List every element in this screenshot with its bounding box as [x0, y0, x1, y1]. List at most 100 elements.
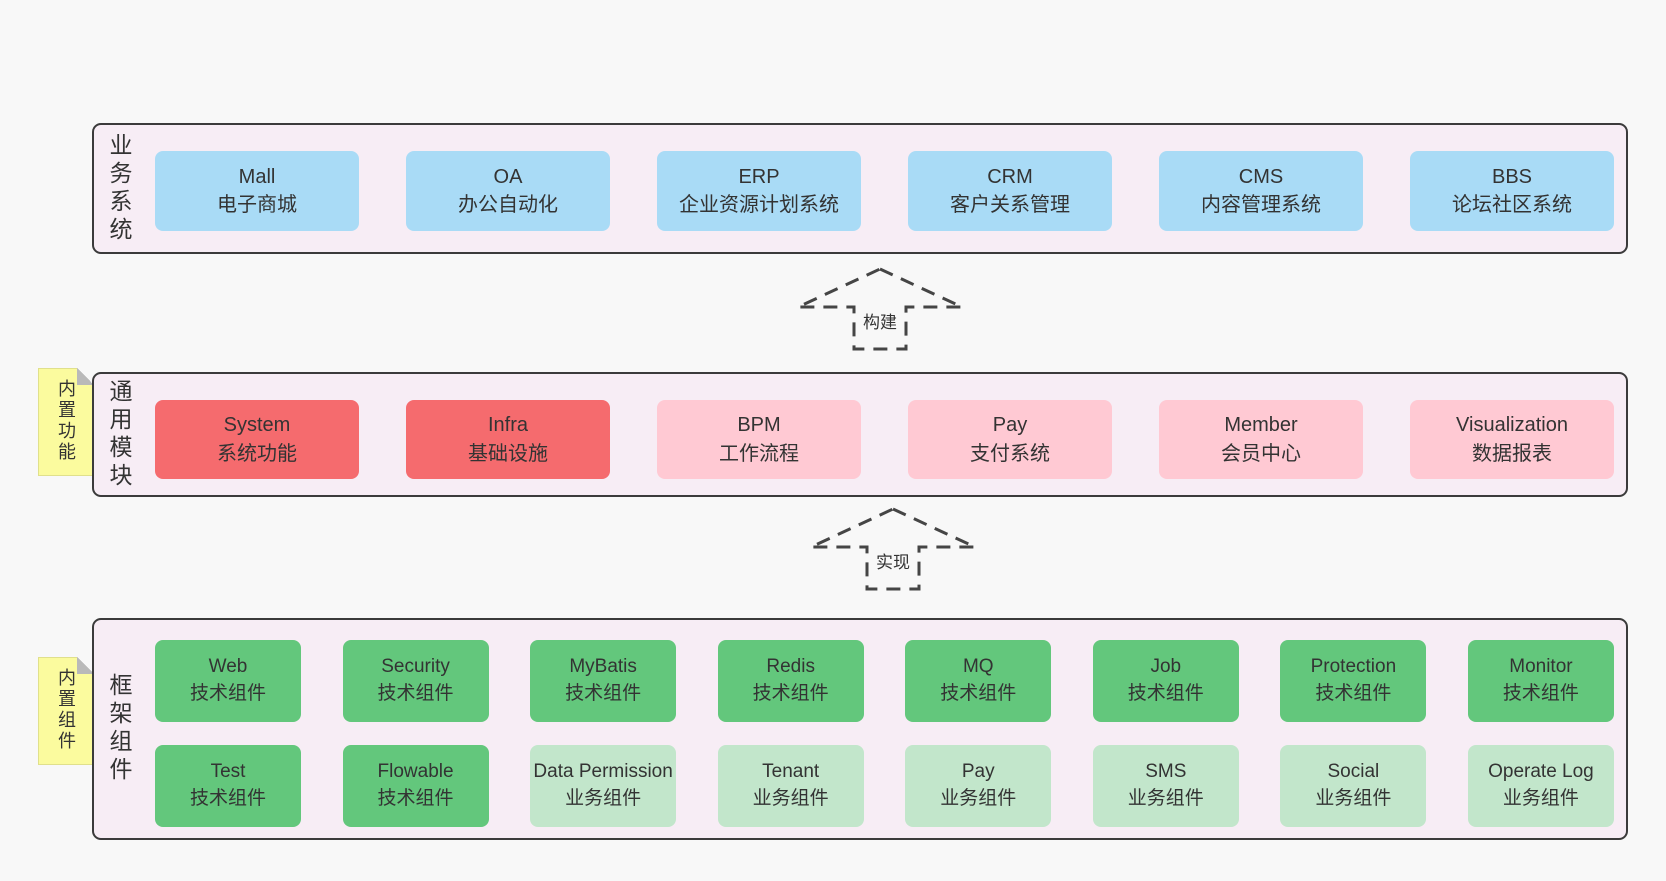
- box-name: Tenant: [762, 761, 820, 783]
- box-name: Visualization: [1456, 414, 1568, 437]
- box-desc: 业务组件: [752, 788, 829, 809]
- box-name: MyBatis: [569, 656, 637, 678]
- build-arrow-label: 构建: [859, 308, 901, 333]
- box-desc: 业务组件: [1315, 788, 1392, 809]
- box-member: Member 会员中心: [1159, 400, 1363, 479]
- box-name: BBS: [1491, 165, 1533, 188]
- box-name: Protection: [1310, 656, 1397, 678]
- box-redis: Redis 技术组件: [717, 640, 864, 722]
- box-desc: 技术组件: [940, 683, 1017, 704]
- layer-label-modules: 通用模块: [100, 374, 138, 495]
- box-desc: 技术组件: [189, 683, 266, 704]
- box-name: OA: [493, 165, 523, 188]
- box-name: Infra: [487, 414, 529, 437]
- box-web: Web 技术组件: [155, 640, 301, 722]
- layer-label-text: 框架组件: [106, 673, 132, 785]
- box-name: SMS: [1145, 761, 1187, 783]
- box-sms: SMS 业务组件: [1092, 745, 1239, 827]
- box-desc: 技术组件: [565, 683, 642, 704]
- box-name: MQ: [962, 656, 994, 678]
- box-name: System: [223, 414, 291, 437]
- box-desc: 业务组件: [940, 788, 1017, 809]
- box-visualization: Visualization 数据报表: [1410, 400, 1614, 479]
- up-arrow-icon: [797, 267, 963, 351]
- box-job: Job 技术组件: [1092, 640, 1239, 722]
- layer-label-business: 业务系统: [100, 125, 138, 252]
- box-desc: 内容管理系统: [1201, 194, 1321, 216]
- box-desc: 企业资源计划系统: [679, 194, 839, 216]
- box-name: ERP: [738, 165, 780, 188]
- box-desc: 业务组件: [1502, 788, 1579, 809]
- box-desc: 电子商城: [217, 194, 297, 216]
- folded-corner-icon: [77, 657, 94, 674]
- box-name: Flowable: [377, 761, 454, 783]
- box-desc: 技术组件: [189, 788, 266, 809]
- box-desc: 技术组件: [1502, 683, 1579, 704]
- box-name: BPM: [737, 414, 781, 437]
- box-desc: 技术组件: [377, 683, 454, 704]
- box-name: Pay: [961, 761, 995, 783]
- box-desc: 基础设施: [468, 442, 548, 465]
- layer-business-systems: 业务系统 Mall 电子商城 OA 办公自动化 ERP 企业资源计划系统 CRM…: [92, 123, 1628, 254]
- box-desc: 技术组件: [1315, 683, 1392, 704]
- box-data-permission: Data Permission 业务组件: [530, 745, 677, 827]
- sticky-note-text: 内置组件: [56, 668, 76, 752]
- box-desc: 业务组件: [1127, 788, 1204, 809]
- layer-framework-components: 框架组件 Web 技术组件 Security 技术组件 MyBatis 技术组件…: [92, 618, 1628, 840]
- box-mall: Mall 电子商城: [155, 151, 359, 231]
- box-desc: 技术组件: [1127, 683, 1204, 704]
- box-desc: 客户关系管理: [950, 194, 1070, 216]
- box-name: Job: [1150, 656, 1182, 678]
- box-operate-log: Operate Log 业务组件: [1467, 745, 1614, 827]
- box-pay-module: Pay 支付系统: [908, 400, 1112, 479]
- box-name: CMS: [1238, 165, 1284, 188]
- box-desc: 办公自动化: [458, 194, 558, 216]
- box-erp: ERP 企业资源计划系统: [657, 151, 861, 231]
- build-arrow: 构建: [795, 266, 965, 352]
- sticky-note-text: 内置功能: [56, 379, 76, 463]
- box-monitor: Monitor 技术组件: [1467, 640, 1614, 722]
- box-system: System 系统功能: [155, 400, 359, 479]
- box-name: Data Permission: [533, 761, 673, 783]
- box-name: Operate Log: [1488, 761, 1594, 783]
- folded-corner-icon: [77, 368, 94, 385]
- box-flowable: Flowable 技术组件: [342, 745, 489, 827]
- box-crm: CRM 客户关系管理: [908, 151, 1112, 231]
- box-test: Test 技术组件: [155, 745, 301, 827]
- components-box-row-2: Test 技术组件 Flowable 技术组件 Data Permission …: [155, 745, 1614, 827]
- layer-common-modules: 通用模块 System 系统功能 Infra 基础设施 BPM 工作流程 Pay…: [92, 372, 1628, 497]
- box-tenant: Tenant 业务组件: [717, 745, 864, 827]
- box-desc: 技术组件: [752, 683, 829, 704]
- sticky-note-builtin-features: 内置功能: [38, 368, 94, 476]
- box-mybatis: MyBatis 技术组件: [530, 640, 677, 722]
- box-desc: 会员中心: [1221, 442, 1301, 465]
- layer-label-components: 框架组件: [100, 620, 138, 838]
- box-desc: 技术组件: [377, 788, 454, 809]
- box-name: Web: [208, 656, 248, 678]
- box-pay-component: Pay 业务组件: [905, 745, 1052, 827]
- box-name: CRM: [987, 165, 1033, 188]
- box-desc: 论坛社区系统: [1452, 194, 1572, 216]
- box-name: Social: [1327, 761, 1380, 783]
- box-name: Redis: [766, 656, 815, 678]
- implement-arrow: 实现: [808, 506, 978, 592]
- box-desc: 支付系统: [970, 442, 1050, 465]
- box-protection: Protection 技术组件: [1280, 640, 1427, 722]
- sticky-note-builtin-components: 内置组件: [38, 657, 94, 765]
- box-name: Member: [1224, 414, 1298, 437]
- box-bbs: BBS 论坛社区系统: [1410, 151, 1614, 231]
- box-name: Pay: [992, 414, 1028, 437]
- box-name: Security: [381, 656, 450, 678]
- box-name: Test: [210, 761, 246, 783]
- box-name: Monitor: [1509, 656, 1573, 678]
- box-bpm: BPM 工作流程: [657, 400, 861, 479]
- box-desc: 系统功能: [217, 442, 297, 465]
- modules-box-row: System 系统功能 Infra 基础设施 BPM 工作流程 Pay 支付系统…: [155, 400, 1614, 479]
- layer-label-text: 业务系统: [106, 132, 132, 245]
- up-arrow-icon: [810, 507, 976, 591]
- box-desc: 数据报表: [1472, 442, 1552, 465]
- box-mq: MQ 技术组件: [905, 640, 1052, 722]
- implement-arrow-label: 实现: [872, 548, 914, 573]
- components-box-row-1: Web 技术组件 Security 技术组件 MyBatis 技术组件 Redi…: [155, 640, 1614, 722]
